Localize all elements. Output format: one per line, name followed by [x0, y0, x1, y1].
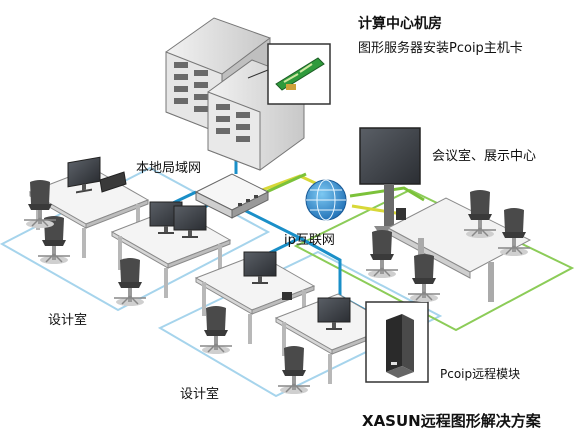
- local-lan-label: 本地局域网: [136, 161, 201, 176]
- pcoip-module-label: Pcoip远程模块: [440, 366, 520, 381]
- meeting-room-label: 会议室、展示中心: [432, 148, 536, 164]
- design-room-2-workstations: [195, 251, 395, 395]
- meeting-room-furniture: [359, 127, 532, 303]
- pcoip-remote-module: [365, 301, 429, 383]
- solution-title: XASUN远程图形解决方案: [362, 412, 542, 430]
- design-room-2-label: 设计室: [180, 386, 219, 402]
- lan-switch: [194, 173, 270, 219]
- server-rack-group: [165, 17, 305, 171]
- design-room-1-label: 设计室: [48, 312, 87, 328]
- design-room-1-workstations: [23, 156, 231, 307]
- remote-client-small-box: [282, 292, 292, 300]
- meeting-endpoint-box: [396, 208, 406, 220]
- internet-label: ip互联网: [284, 233, 335, 248]
- computing-room-description: 图形服务器安装Pcoip主机卡: [358, 40, 523, 56]
- internet-globe-icon: [305, 179, 347, 221]
- pcoip-host-card: [247, 43, 331, 105]
- computing-room-title: 计算中心机房: [358, 15, 442, 32]
